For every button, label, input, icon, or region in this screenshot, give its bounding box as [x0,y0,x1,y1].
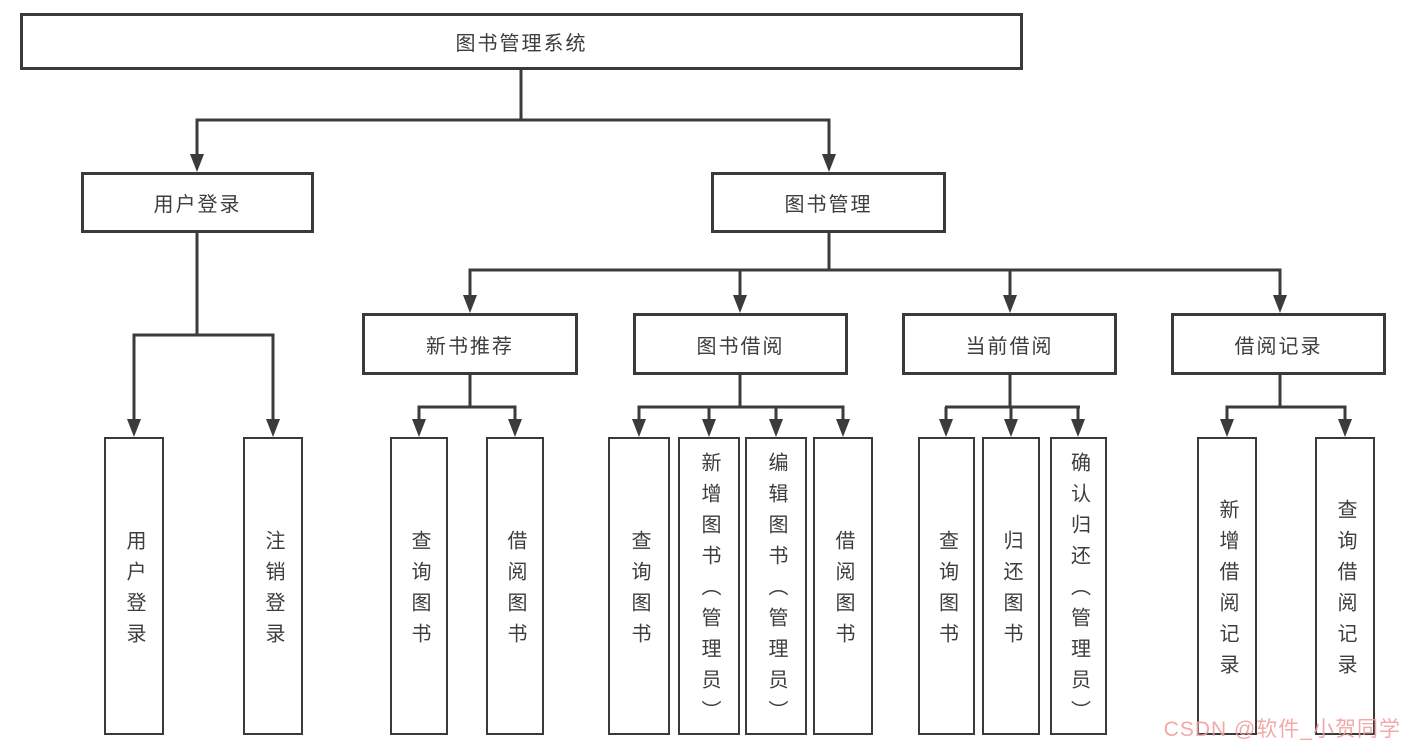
arrow-down-icon [836,419,850,437]
leaf-label: 查询图书 [628,529,650,654]
leaf-label: 确认归还（管理员） [1067,452,1090,731]
leaf-label: 借阅图书 [504,529,526,654]
arrow-down-icon [1220,419,1234,437]
leaf-edit-books-admin: 编辑图书（管理员） [745,437,807,735]
arrow-down-icon [702,419,716,437]
node-new-book-recommend: 新书推荐 [362,313,578,375]
leaf-label: 归还图书 [1000,529,1022,654]
leaf-query-borrow-record: 查询借阅记录 [1315,437,1375,735]
arrow-down-icon [632,419,646,437]
arrow-down-icon [127,419,141,437]
watermark: CSDN @软件_小贺同学 [1163,718,1401,741]
leaf-label: 查询图书 [935,529,958,654]
leaf-label: 新增借阅记录 [1216,498,1238,685]
leaf-return-books: 归还图书 [982,437,1040,735]
leaf-query-books-current: 查询图书 [918,437,975,735]
arrow-down-icon [508,419,522,437]
node-book-management: 图书管理 [711,172,946,233]
node-book-borrow: 图书借阅 [633,313,848,375]
arrow-down-icon [769,419,783,437]
arrow-down-icon [1338,419,1352,437]
arrow-down-icon [1003,295,1017,313]
leaf-label: 查询图书 [408,529,430,654]
arrow-down-icon [733,295,747,313]
leaf-label: 用户登录 [123,529,145,654]
arrow-down-icon [190,154,204,172]
arrow-down-icon [412,419,426,437]
arrow-down-icon [822,154,836,172]
leaf-label: 编辑图书（管理员） [765,452,787,731]
arrow-down-icon [1273,295,1287,313]
leaf-label: 新增图书（管理员） [698,452,720,731]
leaf-label: 注销登录 [262,529,284,654]
leaf-query-books-recommend: 查询图书 [390,437,448,735]
leaf-user-login: 用户登录 [104,437,164,735]
arrow-down-icon [463,295,477,313]
leaf-logout: 注销登录 [243,437,303,735]
arrow-down-icon [1071,419,1085,437]
leaf-query-books-borrow: 查询图书 [608,437,670,735]
arrow-down-icon [1004,419,1018,437]
arrow-down-icon [939,419,953,437]
node-root-system: 图书管理系统 [20,13,1023,70]
leaf-add-borrow-record: 新增借阅记录 [1197,437,1257,735]
node-borrow-records: 借阅记录 [1171,313,1386,375]
node-current-borrow: 当前借阅 [902,313,1117,375]
node-user-login: 用户登录 [81,172,314,233]
leaf-confirm-return-admin: 确认归还（管理员） [1050,437,1107,735]
leaf-add-books-admin: 新增图书（管理员） [678,437,740,735]
leaf-borrow-books: 借阅图书 [813,437,873,735]
leaf-label: 查询借阅记录 [1334,498,1356,685]
leaf-borrow-books-recommend: 借阅图书 [486,437,544,735]
arrow-down-icon [266,419,280,437]
leaf-label: 借阅图书 [832,529,854,654]
